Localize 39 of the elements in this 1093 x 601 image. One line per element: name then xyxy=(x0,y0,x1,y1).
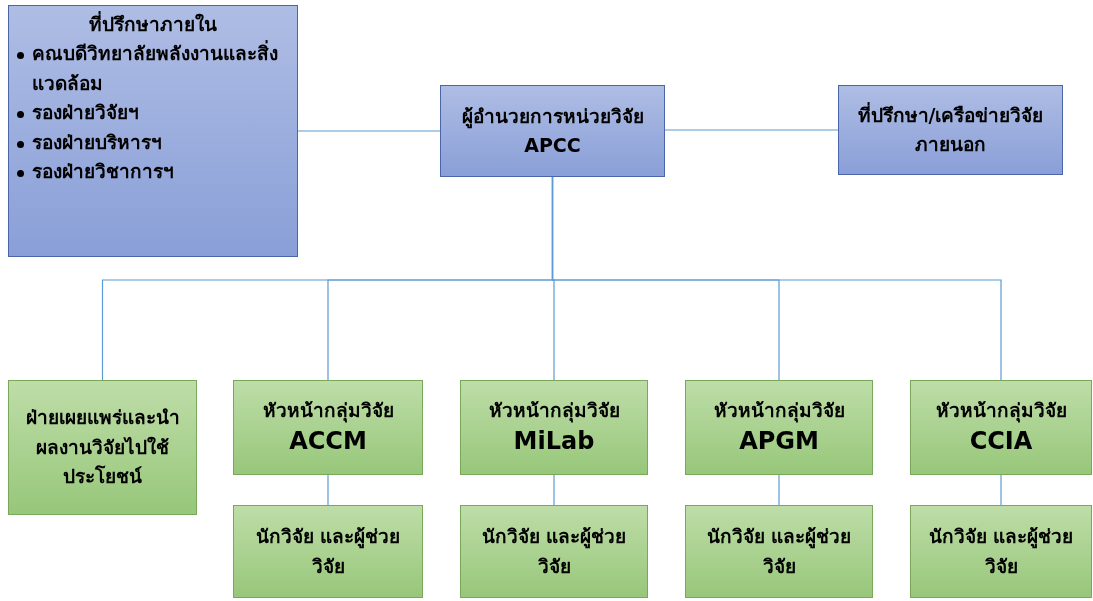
box-text: MiLab xyxy=(512,426,596,458)
org-box xyxy=(440,85,665,177)
box-text: APGM xyxy=(738,426,820,458)
box-heading: หัวหน้ากลุ่มวิจัย xyxy=(934,398,1068,425)
box-text: นักวิจัย และผู้ช่วยวิจัย xyxy=(705,524,853,579)
box-text: ฝ่ายเผยแพร่และนำผลงานวิจัยไปใช้ประโยชน์ xyxy=(24,405,181,490)
org-box xyxy=(685,505,873,598)
org-box xyxy=(685,380,873,475)
box-text: ผู้อำนวยการหน่วยวิจัย APCC xyxy=(460,103,645,158)
list-item-text: รองฝ่ายบริหารฯ xyxy=(32,129,162,155)
org-box xyxy=(233,380,423,475)
box-heading: หัวหน้ากลุ่มวิจัย xyxy=(261,398,395,425)
box-text: นักวิจัย และผู้ช่วยวิจัย xyxy=(254,524,402,579)
connector-line xyxy=(1000,474,1002,506)
box-text: ACCM xyxy=(288,426,368,458)
box-heading: หัวหน้ากลุ่มวิจัย xyxy=(712,398,846,425)
org-box xyxy=(8,380,197,515)
org-box xyxy=(460,505,648,598)
connector-line xyxy=(327,474,329,506)
box-text: นักวิจัย และผู้ช่วยวิจัย xyxy=(480,524,628,579)
list-item-text: รองฝ่ายวิชาการฯ xyxy=(32,159,174,185)
box-text: ที่ปรึกษา/เครือข่ายวิจัยภายนอก xyxy=(856,101,1045,157)
box-text: CCIA xyxy=(968,426,1034,458)
org-box xyxy=(910,380,1092,475)
connector-line xyxy=(778,474,780,506)
list-item-text: รองฝ่ายวิจัยฯ xyxy=(32,100,139,126)
box-text: นักวิจัย และผู้ช่วยวิจัย xyxy=(927,524,1075,579)
connector-line xyxy=(551,176,1002,381)
org-box xyxy=(460,380,648,475)
org-box xyxy=(910,505,1092,598)
box-heading: ที่ปรึกษาภายใน xyxy=(88,10,218,37)
org-box xyxy=(838,85,1063,175)
list-item-text: คณบดีวิทยาลัยพลังงานและสิ่งแวดล้อม xyxy=(32,39,279,96)
connector-line xyxy=(664,129,839,131)
connector-line xyxy=(553,474,555,506)
org-box xyxy=(233,505,423,598)
box-heading: หัวหน้ากลุ่มวิจัย xyxy=(487,398,621,425)
org-box xyxy=(8,5,298,257)
connector-line xyxy=(297,130,441,132)
